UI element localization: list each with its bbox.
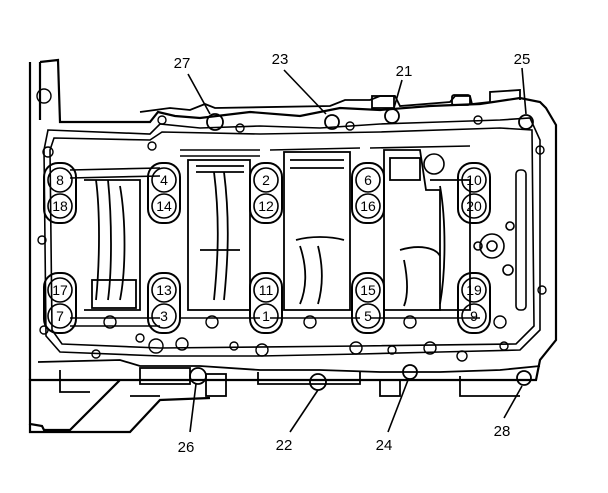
right-side-details [423,153,527,311]
bolt-number-15: 15 [360,282,376,298]
callout-26: 26 [178,439,195,456]
small-holes [36,88,547,362]
callout-22: 22 [276,437,293,454]
bolt-bosses: 8 18 4 14 2 12 6 16 10 20 17 7 13 3 11 1… [43,162,491,334]
perimeter-bolts [189,108,534,391]
bolt-number-18: 18 [52,198,68,214]
gasket-outline [43,117,541,357]
callout-25: 25 [514,51,531,68]
bolt-number-13: 13 [156,282,172,298]
bolt-number-5: 5 [364,308,372,324]
bolt-number-3: 3 [160,308,168,324]
bolt-number-20: 20 [466,198,482,214]
bolt-number-19: 19 [466,282,482,298]
bolt-number-9: 9 [470,308,478,324]
top-flange [139,89,521,113]
bolt-number-16: 16 [360,198,376,214]
callout-28: 28 [494,423,511,440]
bolt-number-2: 2 [262,172,270,188]
callout-leaders [187,67,527,433]
bolt-number-8: 8 [56,172,64,188]
bolt-number-14: 14 [156,198,172,214]
bolt-number-17: 17 [52,282,68,298]
callout-24: 24 [376,437,393,454]
bolt-number-6: 6 [364,172,372,188]
crank-journals [84,149,471,311]
bolt-number-11: 11 [259,282,274,298]
lower-flange [37,359,541,397]
bolt-number-10: 10 [466,172,482,188]
callout-21: 21 [396,63,413,80]
block-outline [28,58,558,434]
bolt-number-1: 1 [262,308,270,324]
bolt-number-4: 4 [160,172,168,188]
bolt-number-7: 7 [56,308,64,324]
callout-27: 27 [174,55,191,72]
bolt-number-12: 12 [258,198,274,214]
callout-labels: 27 23 21 25 26 22 24 28 [174,51,531,456]
callout-23: 23 [272,51,289,68]
